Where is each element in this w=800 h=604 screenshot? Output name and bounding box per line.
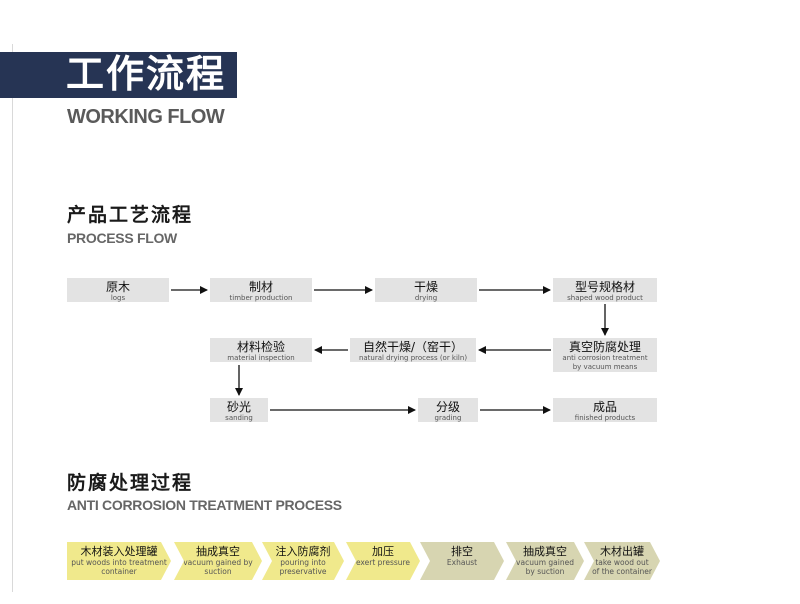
step-7-zh: 木材出罐: [600, 545, 644, 558]
node-natural-en: natural drying process (or kiln): [358, 354, 468, 362]
node-grading-en: grading: [434, 414, 462, 422]
node-grading-zh: 分级: [435, 400, 460, 414]
node-finished-products: 成品 finished products: [553, 398, 657, 422]
step-6-en2: by suction: [525, 567, 565, 576]
step-3-en1: pouring into: [280, 558, 326, 567]
node-logs-zh: 原木: [105, 280, 130, 294]
node-drying-en: drying: [414, 294, 438, 302]
node-drying: 干燥 drying: [375, 278, 477, 302]
treatment-section-title-zh: 防腐处理过程: [67, 472, 194, 494]
step-6-en1: vacuum gained: [516, 558, 574, 567]
step-2-zh: 抽成真空: [196, 545, 240, 558]
node-finished-zh: 成品: [592, 400, 617, 414]
step-2-en2: suction: [204, 567, 232, 576]
node-drying-zh: 干燥: [413, 280, 438, 294]
treatment-step-3: 注入防腐剂 pouring into preservative: [262, 542, 344, 580]
step-6-zh: 抽成真空: [523, 545, 567, 558]
step-3-en2: preservative: [279, 567, 327, 576]
node-sanding-zh: 砂光: [226, 400, 251, 414]
node-vacuum-en1: anti corrosion treatment: [562, 354, 648, 362]
node-logs-en: logs: [110, 294, 126, 302]
step-4-zh: 加压: [372, 545, 394, 558]
page-title-zh: 工作流程: [66, 52, 227, 96]
node-natural-zh: 自然干燥/（窑干）: [362, 340, 464, 354]
page-title-en: WORKING FLOW: [67, 106, 225, 128]
treatment-step-1: 木材装入处理罐 put woods into treatment contain…: [67, 542, 171, 580]
process-section-title-en: PROCESS FLOW: [67, 230, 177, 246]
step-7-en1: take wood out: [595, 558, 649, 567]
node-timber-zh: 制材: [248, 280, 273, 294]
step-5-en1: Exhaust: [446, 558, 478, 567]
treatment-section-title-en: ANTI CORROSION TREATMENT PROCESS: [67, 497, 342, 513]
node-inspection-zh: 材料检验: [236, 340, 285, 354]
node-vacuum-zh: 真空防腐处理: [568, 340, 641, 354]
treatment-step-4: 加压 exert pressure: [346, 542, 420, 580]
treatment-step-2: 抽成真空 vacuum gained by suction: [174, 542, 262, 580]
step-1-en2: container: [101, 567, 137, 576]
process-section-title-zh: 产品工艺流程: [67, 204, 194, 226]
step-1-en1: put woods into treatment: [71, 558, 167, 567]
step-1-zh: 木材装入处理罐: [80, 545, 158, 558]
node-timber-en: timber production: [229, 294, 293, 302]
node-inspection-en: material inspection: [227, 354, 295, 362]
node-shaped-wood: 型号规格材 shaped wood product: [553, 278, 657, 302]
node-shaped-wood-en: shaped wood product: [567, 294, 643, 302]
node-finished-en: finished products: [574, 414, 636, 422]
node-shaped-wood-zh: 型号规格材: [574, 280, 635, 294]
node-material-inspection: 材料检验 material inspection: [210, 338, 312, 362]
node-timber: 制材 timber production: [210, 278, 312, 302]
treatment-step-7: 木材出罐 take wood out of the container: [584, 542, 660, 580]
left-vertical-rule: [12, 44, 13, 592]
treatment-step-6: 抽成真空 vacuum gained by suction: [506, 542, 584, 580]
node-logs: 原木 logs: [67, 278, 169, 302]
title-band: [0, 52, 237, 98]
node-sanding-en: sanding: [225, 414, 253, 422]
node-vacuum-treatment: 真空防腐处理 anti corrosion treatment by vacuu…: [553, 338, 657, 372]
step-5-zh: 排空: [451, 545, 473, 558]
node-grading: 分级 grading: [418, 398, 478, 422]
step-3-zh: 注入防腐剂: [275, 545, 331, 558]
step-4-en1: exert pressure: [355, 558, 411, 567]
node-sanding: 砂光 sanding: [210, 398, 268, 422]
node-natural-drying: 自然干燥/（窑干） natural drying process (or kil…: [350, 338, 476, 362]
step-2-en1: vacuum gained by: [183, 558, 253, 567]
treatment-step-5: 排空 Exhaust: [420, 542, 504, 580]
step-7-en2: of the container: [592, 567, 652, 576]
node-vacuum-en2: by vacuum means: [572, 363, 638, 371]
